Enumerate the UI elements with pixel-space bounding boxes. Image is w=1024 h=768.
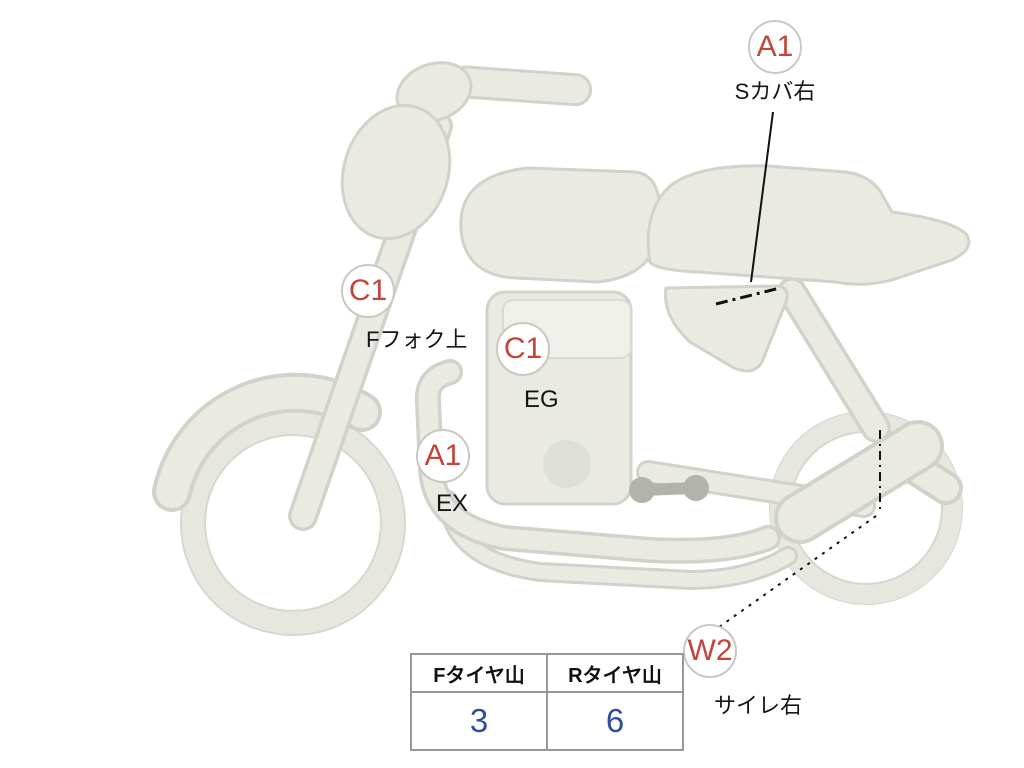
side-cover [664,284,789,373]
fuel-tank [459,166,662,284]
damage-code: C1 [503,332,543,365]
seat [646,164,971,286]
tire-tread-value-front: 3 [410,691,548,751]
foot-peg [629,475,709,503]
damage-label-front-fork: Fフォク上 [366,327,468,352]
rear-frame [777,277,891,443]
damage-label-side-cover: Sカバ右 [734,79,816,104]
tire-table-header-front: Fタイヤ山 [410,653,548,693]
damage-code: C1 [348,274,388,307]
damage-marker-front-fork: C1 [341,264,395,318]
engine [485,290,633,506]
tire-table-header-rear: Rタイヤ山 [546,653,684,693]
damage-label-silencer: サイレ右 [714,693,803,718]
exhaust-pipe [414,359,798,591]
damage-label-engine: EG [524,386,559,413]
damage-marker-engine: C1 [496,322,550,376]
damage-code: A1 [756,30,794,63]
damage-marker-silencer: W2 [683,624,737,678]
handlebar [340,61,593,241]
dashdot-mark-side-cover [715,286,781,306]
silencer [774,420,963,544]
leader-line-silencer [711,515,877,633]
damage-label-exhaust: EX [436,490,469,517]
damage-marker-exhaust: A1 [416,429,470,483]
damage-code: W2 [687,634,733,667]
leader-lines [711,111,881,633]
leader-line-side-cover [750,111,774,283]
tire-tread-table: Fタイヤ山 Rタイヤ山 3 6 [410,653,684,751]
damage-marker-side-cover: A1 [748,20,802,74]
tire-tread-value-rear: 6 [546,691,684,751]
damage-code: A1 [424,439,462,472]
